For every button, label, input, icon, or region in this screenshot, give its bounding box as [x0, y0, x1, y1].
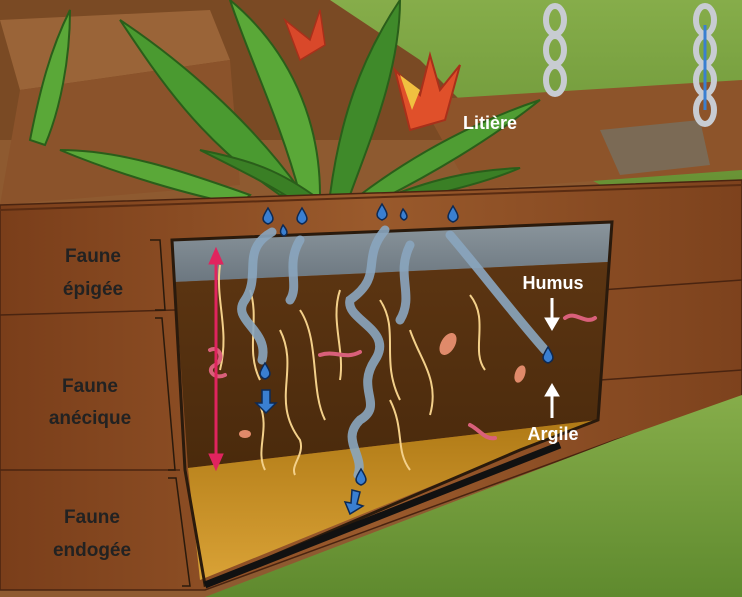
label-litiere: Litière [463, 113, 517, 133]
label-faune-epigee-1: Faune [65, 246, 121, 267]
label-argile: Argile [527, 424, 578, 444]
label-faune-endogee-1: Faune [64, 507, 120, 528]
label-faune-anecique-1: Faune [62, 376, 118, 397]
label-humus: Humus [522, 273, 583, 293]
label-faune-epigee-2: épigée [63, 279, 123, 300]
label-faune-endogee-2: endogée [53, 540, 131, 561]
label-faune-anecique-2: anécique [49, 408, 131, 429]
